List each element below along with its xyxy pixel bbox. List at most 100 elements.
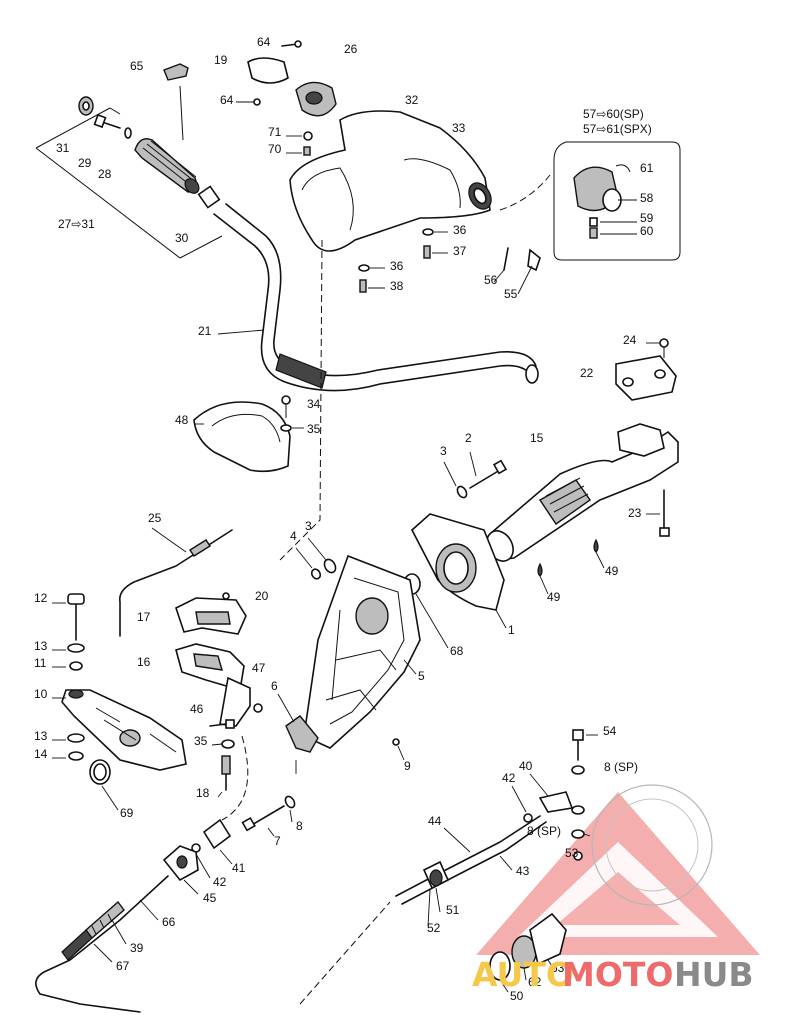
callout-19: 19 [214, 53, 228, 67]
callout-12: 12 [34, 591, 48, 605]
callout-11: 11 [34, 656, 47, 670]
grip-assembly [35, 96, 223, 259]
callout-49: 49 [547, 590, 561, 604]
callout-66: 66 [162, 915, 176, 929]
pivot-arm [61, 689, 187, 771]
range-label: 27⇨31 [58, 217, 95, 231]
callout-28: 28 [98, 167, 112, 181]
mirror-cap [247, 57, 289, 84]
steering-support [303, 554, 421, 749]
callout-21: 21 [198, 324, 212, 338]
callout-36: 36 [453, 223, 467, 237]
bracket [285, 715, 319, 753]
steering-cable-right [299, 729, 598, 1005]
callout-13: 13 [34, 639, 48, 653]
switch-assembly-box [553, 141, 681, 261]
callout-58: 58 [640, 191, 654, 205]
bolt-7-8 [241, 795, 296, 837]
callout-60: 60 [640, 224, 654, 238]
callout-24: 24 [623, 333, 637, 347]
callout-9: 9 [404, 759, 411, 773]
callout-55: 55 [504, 287, 518, 301]
callout-42: 42 [213, 875, 227, 889]
callout-67: 67 [116, 959, 130, 973]
callout-59: 59 [640, 211, 654, 225]
column-bolt [443, 451, 508, 499]
callout-25: 25 [148, 511, 162, 525]
steering-cable-left [35, 735, 249, 1013]
callout-50: 50 [510, 989, 524, 1003]
sleeve [197, 185, 221, 209]
callout-20: 20 [255, 589, 269, 603]
callout-31: 31 [56, 141, 70, 155]
left-hardware [52, 593, 187, 811]
callout-42: 42 [502, 771, 516, 785]
callout-47: 47 [252, 661, 266, 675]
washers-mid [295, 537, 337, 580]
callout-37: 37 [453, 244, 467, 258]
callout-49: 49 [605, 564, 619, 578]
callout-32: 32 [405, 93, 419, 107]
callout-52: 52 [427, 921, 441, 935]
watermark-brand: AUTO MOTO HUB [472, 955, 754, 994]
callout-44: 44 [428, 814, 442, 828]
callout-51: 51 [446, 903, 460, 917]
bracket-hardware [209, 676, 263, 798]
fasteners-mid [358, 228, 541, 295]
callout-35: 35 [194, 734, 208, 748]
callout-8: 8 [296, 819, 303, 833]
callout-14: 14 [34, 747, 48, 761]
callout-1: 1 [508, 623, 515, 637]
callout-70: 70 [268, 142, 282, 156]
callout-3: 3 [440, 444, 447, 458]
callout-56: 56 [484, 273, 498, 287]
grease-drop [537, 562, 543, 577]
callout-6: 6 [271, 679, 278, 693]
handlebar-cover [289, 110, 551, 252]
group-label: 57⇨60(SP) [583, 107, 644, 121]
callout-54: 54 [603, 724, 617, 738]
column-housing [411, 513, 507, 629]
callout-46: 46 [190, 702, 204, 716]
callout-22: 22 [580, 366, 594, 380]
group-labels: 57⇨60(SP)57⇨61(SPX) 27⇨31 [58, 107, 652, 231]
callout-18: 18 [196, 786, 210, 800]
callout-8sp: 8 (SP) [604, 760, 638, 774]
callout-7: 7 [274, 834, 281, 848]
callout-64: 64 [257, 35, 271, 49]
callout-39: 39 [130, 941, 144, 955]
clamp-halves [175, 592, 247, 692]
steering-cover [193, 395, 304, 473]
small-hardware-top [163, 40, 337, 156]
callout-48: 48 [175, 413, 189, 427]
callout-69: 69 [120, 806, 134, 820]
callout-63: 63 [551, 961, 565, 975]
callout-17: 17 [137, 610, 151, 624]
callout-40: 40 [519, 759, 533, 773]
throttle-cable [118, 527, 233, 637]
grease-drop [593, 538, 599, 553]
callout-64: 64 [220, 93, 234, 107]
handlebar [213, 203, 539, 392]
callout-5: 5 [418, 669, 425, 683]
callout-61: 61 [640, 161, 654, 175]
callout-26: 26 [344, 42, 358, 56]
callout-10: 10 [34, 687, 48, 701]
callout-71: 71 [268, 125, 282, 139]
callout-62: 62 [528, 975, 542, 989]
callout-35: 35 [307, 422, 321, 436]
cable-end-left [162, 818, 233, 895]
callout-41: 41 [232, 861, 246, 875]
callout-38: 38 [390, 279, 404, 293]
callout-43: 43 [516, 864, 530, 878]
callout-53: 53 [565, 846, 579, 860]
group-label: 57⇨61(SPX) [583, 122, 652, 136]
callout-30: 30 [175, 231, 189, 245]
callout-8sp: 8 (SP) [527, 824, 561, 838]
callout-16: 16 [137, 655, 151, 669]
callout-45: 45 [203, 891, 217, 905]
callout-15: 15 [530, 431, 544, 445]
steering-column [486, 423, 679, 595]
